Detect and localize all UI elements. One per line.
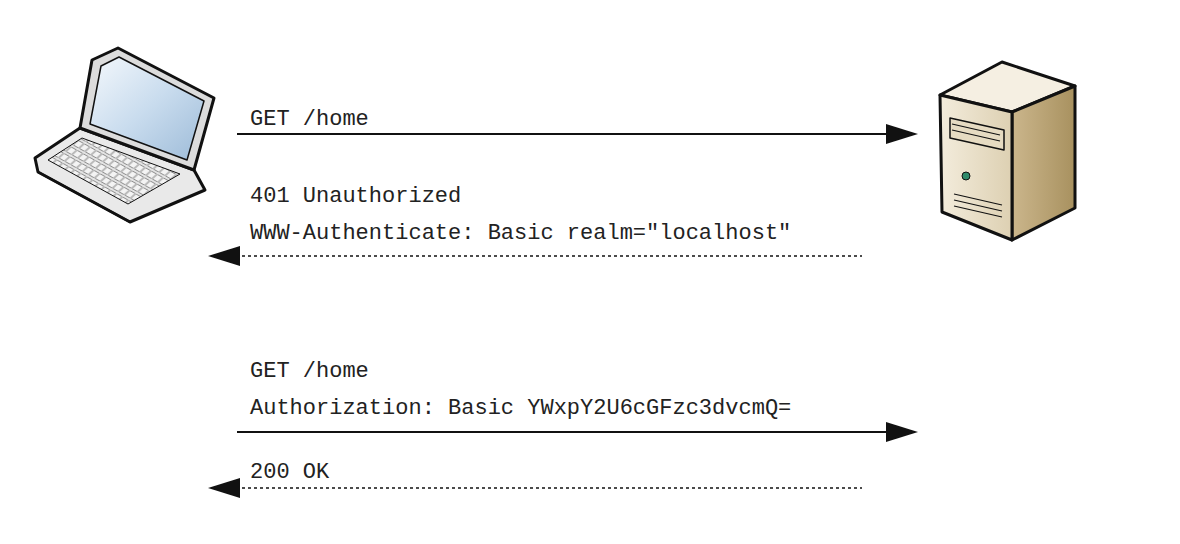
message-text: GET /home (250, 109, 369, 131)
arrow-head (208, 478, 240, 498)
request-arrow (237, 133, 890, 135)
response-arrow (236, 487, 862, 489)
message-text: Authorization: Basic YWxpY2U6cGFzc3dvcmQ… (250, 398, 791, 420)
message-text: WWW-Authenticate: Basic realm="localhost… (250, 223, 791, 245)
laptop-icon (35, 48, 214, 222)
response-arrow (236, 255, 862, 257)
message-text: GET /home (250, 361, 369, 383)
message-text: 200 OK (250, 462, 329, 484)
message-text: 401 Unauthorized (250, 186, 461, 208)
server-icon (940, 62, 1075, 240)
request-arrow (237, 431, 890, 433)
arrow-head (886, 124, 918, 144)
arrow-head (208, 246, 240, 266)
message-arrows (208, 124, 918, 498)
arrow-head (886, 422, 918, 442)
